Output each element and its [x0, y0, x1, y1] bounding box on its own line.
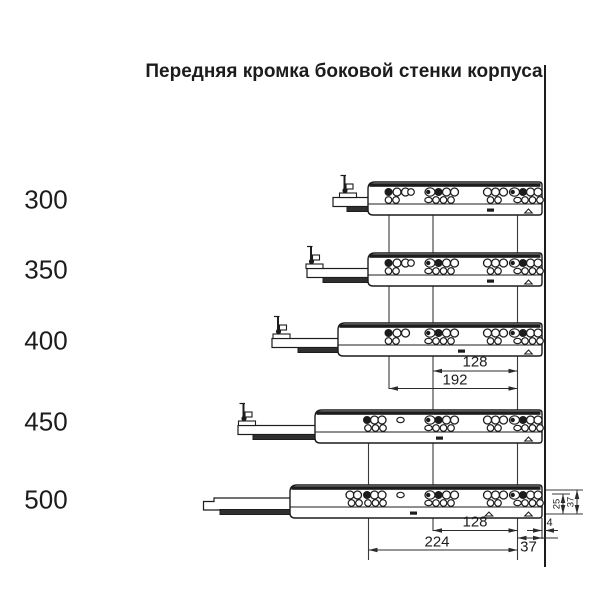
slide-350: [305, 245, 544, 287]
dim-500-224: 224: [424, 533, 450, 551]
slide-500: [202, 484, 544, 519]
dim-500-4-gap: 4: [546, 516, 553, 529]
size-label-400: 400: [24, 325, 68, 356]
dim-400-128: 128: [462, 353, 488, 371]
size-label-350: 350: [24, 254, 68, 285]
dimension-lines: [368, 368, 580, 553]
size-label-450: 450: [24, 406, 68, 437]
slide-450: [237, 402, 544, 444]
dim-400-192: 192: [442, 371, 468, 389]
dim-500-128: 128: [462, 513, 488, 531]
page-title: Передняя кромка боковой стенки корпуса: [145, 61, 543, 82]
slide-400: [271, 315, 544, 357]
size-label-300: 300: [24, 184, 68, 215]
slide-300: [332, 174, 544, 216]
size-label-500: 500: [24, 484, 68, 515]
dim-500-37-vertical: 37: [565, 496, 576, 508]
dim-500-25-vertical: 25: [551, 498, 562, 510]
dim-500-37-front: 37: [520, 538, 537, 556]
